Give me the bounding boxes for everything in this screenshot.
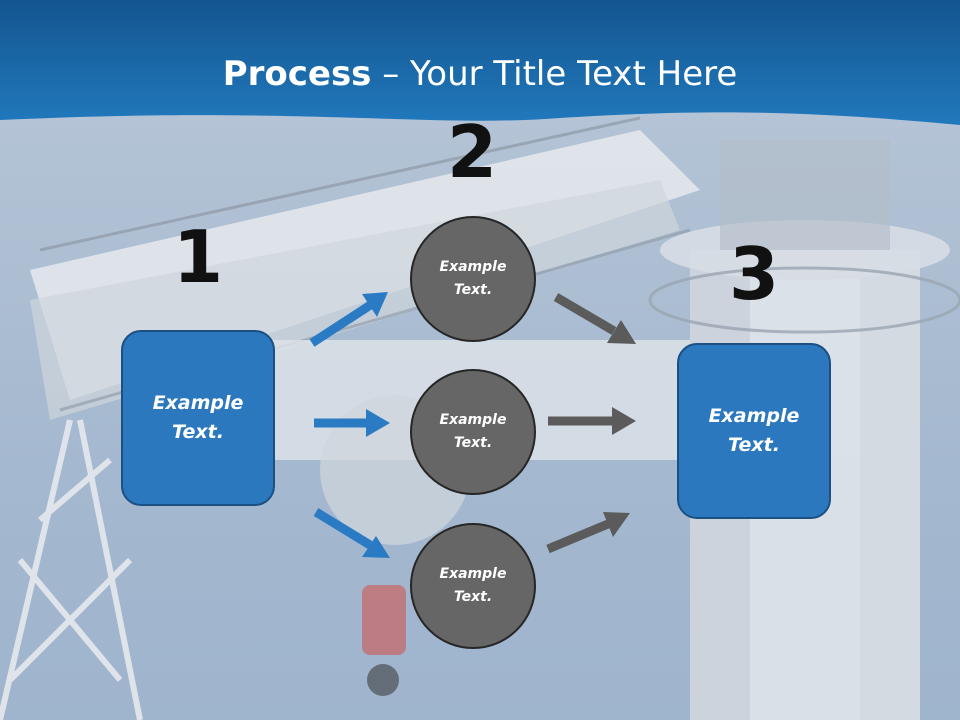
step-3-box: Example Text. bbox=[677, 343, 831, 519]
circle-top-text: Example Text. bbox=[439, 259, 507, 298]
circle-bottom: Example Text. bbox=[410, 523, 536, 649]
step-number-2: 2 bbox=[446, 110, 498, 194]
title-bold: Process bbox=[222, 54, 372, 94]
slide-title: Process – Your Title Text Here bbox=[0, 52, 960, 96]
step-number-1: 1 bbox=[172, 215, 224, 299]
circle-top: Example Text. bbox=[410, 216, 536, 342]
step-3-text: Example Text. bbox=[708, 405, 800, 456]
circle-bottom-text: Example Text. bbox=[439, 566, 507, 605]
header-band bbox=[0, 0, 960, 125]
step-1-box: Example Text. bbox=[121, 330, 275, 506]
step-number-3: 3 bbox=[728, 232, 780, 316]
title-rest: – Your Title Text Here bbox=[371, 54, 738, 94]
circle-middle: Example Text. bbox=[410, 369, 536, 495]
step-1-text: Example Text. bbox=[152, 392, 244, 443]
circle-middle-text: Example Text. bbox=[439, 412, 507, 451]
